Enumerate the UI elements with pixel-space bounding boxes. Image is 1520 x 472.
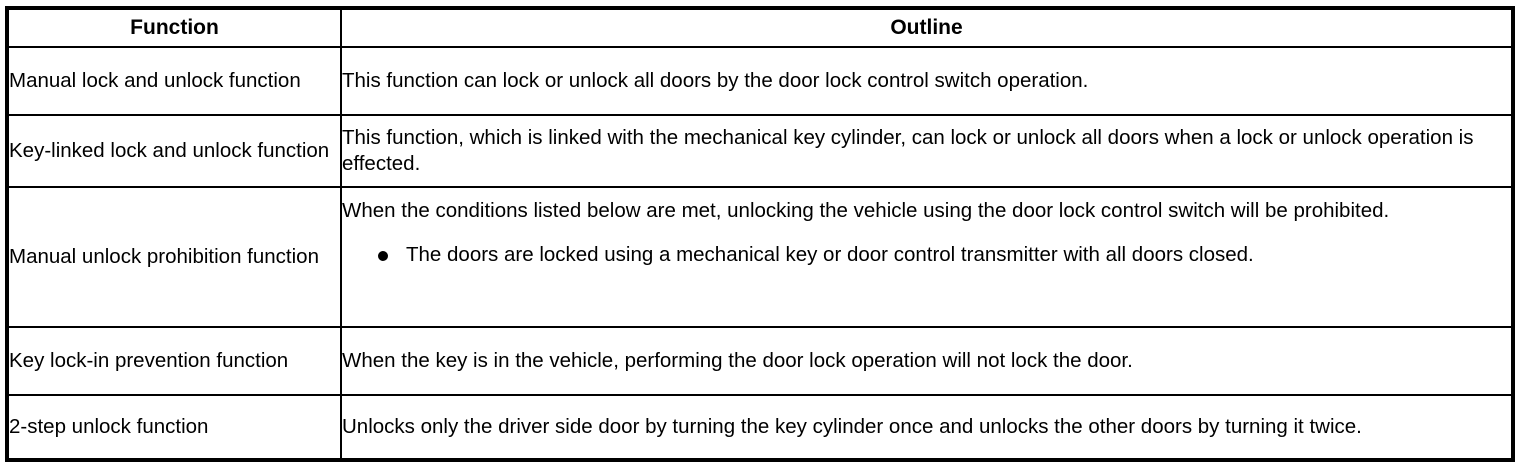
condition-list: The doors are locked using a mechanical … [342,242,1511,268]
table-row: 2-step unlock function Unlocks only the … [6,394,1514,461]
column-header-outline: Outline [340,7,1514,48]
row-function-cell: 2-step unlock function [6,394,342,461]
list-item: The doors are locked using a mechanical … [378,242,1511,268]
row-outline-cell: Unlocks only the driver side door by tur… [340,394,1514,461]
table-row: Key lock-in prevention function When the… [6,326,1514,396]
row-outline-text: This function, which is linked with the … [342,126,1474,175]
row-outline-cell: When the conditions listed below are met… [340,186,1514,328]
list-item-label: The doors are locked using a mechanical … [406,243,1254,266]
row-function-label: Key lock-in prevention function [9,349,289,373]
row-outline-cell: When the key is in the vehicle, performi… [340,326,1514,396]
table-row: Key-linked lock and unlock function This… [6,114,1514,188]
row-function-cell: Key lock-in prevention function [6,326,342,396]
column-header-function: Function [6,7,342,48]
column-header-function-label: Function [130,16,219,39]
row-function-cell: Manual unlock prohibition function [6,186,342,328]
table-row: Manual lock and unlock function This fun… [6,46,1514,116]
row-function-label: Manual lock and unlock function [9,69,301,93]
row-outline-cell: This function can lock or unlock all doo… [340,46,1514,116]
table-header-row: Function Outline [6,7,1514,48]
row-outline-text: This function can lock or unlock all doo… [342,69,1089,92]
row-outline-text: When the key is in the vehicle, performi… [342,349,1133,372]
row-function-cell: Key-linked lock and unlock function [6,114,342,188]
table-body: Manual lock and unlock function This fun… [6,46,1514,461]
row-function-label: 2-step unlock function [9,415,209,439]
row-function-label: Key-linked lock and unlock function [9,139,330,163]
row-function-cell: Manual lock and unlock function [6,46,342,116]
row-outline-cell: This function, which is linked with the … [340,114,1514,188]
bullet-point-icon [378,251,388,261]
row-outline-text: Unlocks only the driver side door by tur… [342,415,1362,438]
table-header: Function Outline [6,7,1514,48]
function-outline-table: Function Outline Manual lock and unlock … [5,6,1515,462]
row-function-label: Manual unlock prohibition function [9,245,319,269]
table-row: Manual unlock prohibition function When … [6,186,1514,328]
row-outline-text: When the conditions listed below are met… [342,199,1390,222]
column-header-outline-label: Outline [890,16,963,39]
